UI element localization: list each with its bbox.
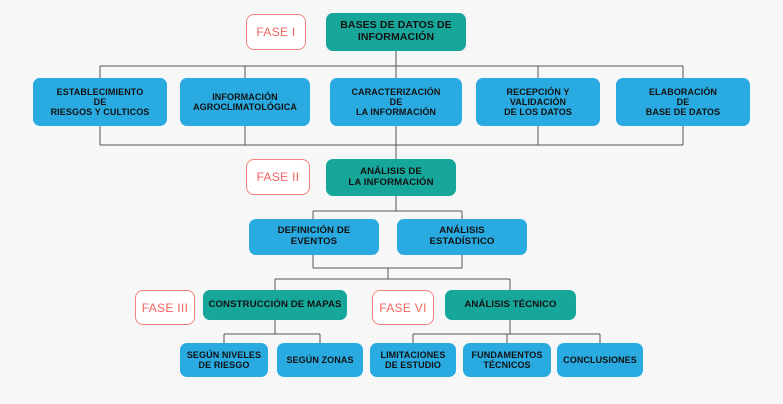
node-line-2: EVENTOS <box>290 236 338 247</box>
node-informacion-agroclimatologica[interactable]: INFORMACIÓN AGROCLIMATOLÓGICA <box>180 78 310 126</box>
node-segun-zonas[interactable]: SEGÚN ZONAS <box>277 343 363 377</box>
node-line-2: TÉCNICOS <box>483 360 531 370</box>
node-line-1: CARACTERIZACIÓN <box>351 86 441 97</box>
node-line-1: LIMITACIONES <box>380 349 446 360</box>
node-line-1: ELABORACIÓN <box>648 86 718 97</box>
node-line-2: DE <box>389 96 403 107</box>
node-line-1: RECEPCIÓN Y <box>506 86 570 97</box>
node-line-3: DE LOS DATOS <box>504 107 572 118</box>
node-line-1: ANÁLISIS DE <box>360 165 422 177</box>
node-line-1: BASES DE DATOS DE <box>340 19 452 32</box>
node-establecimiento-de-riesgos-y-culticos[interactable]: ESTABLECIMIENTO DE RIESGOS Y CULTICOS <box>33 78 167 126</box>
node-caracterizacion-de-la-informacion[interactable]: CARACTERIZACIÓN DE LA INFORMACIÓN <box>330 78 462 126</box>
node-line-3: RIESGOS Y CULTICOS <box>50 107 150 118</box>
phase-badge-label: FASE VI <box>379 300 427 315</box>
node-analisis-de-la-informacion[interactable]: ANÁLISIS DE LA INFORMACIÓN <box>326 159 456 196</box>
node-line-1: ESTABLECIMIENTO <box>56 86 144 97</box>
node-recepcion-y-validacion-de-los-datos[interactable]: RECEPCIÓN Y VALIDACIÓN DE LOS DATOS <box>476 78 600 126</box>
node-definicion-de-eventos[interactable]: DEFINICIÓN DE EVENTOS <box>249 219 379 255</box>
phase-badge-fase-6: FASE VI <box>372 290 434 325</box>
node-line-2: DE RIESGO <box>198 360 250 370</box>
phase-badge-fase-2: FASE II <box>246 159 310 195</box>
node-line-1: SEGÚN NIVELES <box>186 349 262 360</box>
node-line-1: ANÁLISIS TÉCNICO <box>464 298 557 310</box>
node-line-2: AGROCLIMATOLÓGICA <box>193 102 297 112</box>
node-conclusiones[interactable]: CONCLUSIONES <box>557 343 643 377</box>
node-line-2: VALIDACIÓN <box>509 96 567 107</box>
node-line-1: SEGÚN ZONAS <box>286 354 354 365</box>
node-line-2: ESTADÍSTICO <box>429 236 495 247</box>
phase-badge-fase-1: FASE I <box>246 14 306 50</box>
node-line-2: DE <box>676 96 690 107</box>
phase-badge-label: FASE II <box>256 170 300 184</box>
node-segun-niveles-de-riesgo[interactable]: SEGÚN NIVELES DE RIESGO <box>180 343 268 377</box>
node-line-1: INFORMACIÓN <box>212 91 278 102</box>
phase-badge-label: FASE I <box>256 25 296 39</box>
node-line-2: DE <box>93 96 107 107</box>
node-fundamentos-tecnicos[interactable]: FUNDAMENTOS TÉCNICOS <box>463 343 551 377</box>
node-line-2: DE ESTUDIO <box>384 360 441 370</box>
node-limitaciones-de-estudio[interactable]: LIMITACIONES DE ESTUDIO <box>370 343 456 377</box>
phase-badge-fase-3: FASE III <box>135 290 195 325</box>
node-line-1: ANÁLISIS <box>439 225 485 237</box>
node-line-1: CONSTRUCCIÓN DE MAPAS <box>208 298 342 310</box>
node-analisis-tecnico[interactable]: ANÁLISIS TÉCNICO <box>445 290 576 320</box>
node-line-1: FUNDAMENTOS <box>471 349 543 360</box>
node-line-1: DEFINICIÓN DE <box>277 225 351 237</box>
node-bases-de-datos-de-informacion[interactable]: BASES DE DATOS DE INFORMACIÓN <box>326 13 466 51</box>
node-elaboracion-de-base-de-datos[interactable]: ELABORACIÓN DE BASE DE DATOS <box>616 78 750 126</box>
node-line-2: LA INFORMACIÓN <box>348 176 434 188</box>
node-line-1: CONCLUSIONES <box>563 354 637 365</box>
node-line-2: INFORMACIÓN <box>357 31 435 43</box>
node-analisis-estadistico[interactable]: ANÁLISIS ESTADÍSTICO <box>397 219 527 255</box>
node-line-3: BASE DE DATOS <box>645 107 721 118</box>
phase-badge-label: FASE III <box>141 300 189 315</box>
node-construccion-de-mapas[interactable]: CONSTRUCCIÓN DE MAPAS <box>203 290 347 320</box>
node-line-3: LA INFORMACIÓN <box>355 107 437 118</box>
